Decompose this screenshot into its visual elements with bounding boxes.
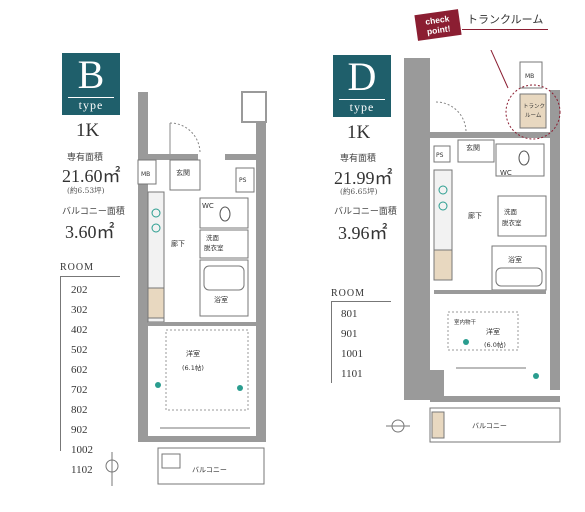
check-point-badge: check point!: [414, 9, 462, 41]
balcony-area-value: 3.60㎡: [65, 222, 115, 242]
room-number: 402: [71, 324, 88, 336]
balcony-area-label: バルコニー面積: [334, 207, 397, 217]
balcony-label: バルコニー: [472, 422, 507, 430]
washroom-label: 洗面: [206, 233, 220, 242]
wc-label: WC: [202, 202, 214, 210]
room-number: 302: [71, 304, 88, 316]
room-number: 1001: [341, 348, 363, 360]
mb-label: MB: [141, 171, 150, 178]
hallway-label: 廊下: [468, 211, 482, 220]
room-number: 802: [71, 404, 88, 416]
area-value: 21.60㎡: [62, 166, 121, 186]
badge-type: type: [78, 98, 104, 112]
type-badge-b: B type: [62, 53, 120, 115]
badge-letter: B: [77, 52, 105, 97]
floor-plan-d: MB トランク ルーム PS 玄関 WC 廊下 洗面 脱衣室 浴室 室内物干 洋…: [386, 50, 561, 443]
room-number: 602: [71, 364, 88, 376]
dressing-label: 脱衣室: [502, 218, 522, 227]
room-title: ROOM: [331, 288, 366, 299]
room-number: 1101: [341, 368, 363, 380]
room-number: 902: [71, 424, 88, 436]
hallway-label: 廊下: [171, 239, 185, 248]
room-number: 502: [71, 344, 88, 356]
tatami-label: (6.0帖): [484, 340, 506, 349]
ceiling-dry-label: 室内物干: [454, 318, 477, 326]
room-list: 202 302 402 502 602 702 802 902 1002 1102: [71, 280, 93, 480]
badge-letter: D: [347, 54, 377, 99]
room-number: 702: [71, 384, 88, 396]
balcony-area-label: バルコニー面積: [62, 207, 125, 217]
room-number: 1102: [71, 464, 93, 476]
ps-label: PS: [239, 177, 247, 184]
wc-label: WC: [500, 169, 512, 177]
room-list: 801 901 1001 1101: [341, 304, 363, 384]
ps-label: PS: [436, 152, 444, 159]
entrance-label: 玄関: [176, 168, 190, 177]
bath-label: 浴室: [508, 255, 522, 264]
badge-type: type: [349, 100, 375, 114]
room-number: 1002: [71, 444, 93, 456]
washroom-label: 洗面: [504, 207, 518, 216]
layout-type: 1K: [347, 122, 371, 143]
area-label: 専有面積: [340, 154, 377, 164]
western-room-label: 洋室: [186, 349, 200, 358]
area-tsubo: (約6.53坪): [67, 186, 105, 195]
room-number: 901: [341, 328, 358, 340]
trunk-room-title: トランクルーム: [467, 13, 544, 26]
tatami-label: (6.1帖): [182, 363, 204, 372]
western-room-label: 洋室: [486, 327, 500, 336]
balcony-label: バルコニー: [192, 466, 227, 474]
floor-plan-b: MB 玄関 PS WC 洗面 脱衣室 廊下 浴室 洋室 (6.1帖) バルコニー: [105, 91, 267, 486]
layout-type: 1K: [76, 120, 100, 141]
dressing-label: 脱衣室: [204, 243, 224, 252]
area-label: 専有面積: [67, 153, 104, 163]
entrance-label: 玄関: [466, 143, 480, 152]
trunk-label-1: トランク: [523, 103, 545, 110]
room-number: 801: [341, 308, 358, 320]
mb-label: MB: [525, 73, 534, 80]
trunk-label-2: ルーム: [525, 112, 542, 119]
area-value: 21.99㎡: [334, 168, 393, 188]
room-title: ROOM: [60, 262, 95, 273]
balcony-area-value: 3.96㎡: [338, 223, 388, 243]
type-badge-d: D type: [333, 55, 391, 117]
area-tsubo: (約6.65坪): [340, 187, 378, 196]
room-number: 202: [71, 284, 88, 296]
bath-label: 浴室: [214, 295, 228, 304]
